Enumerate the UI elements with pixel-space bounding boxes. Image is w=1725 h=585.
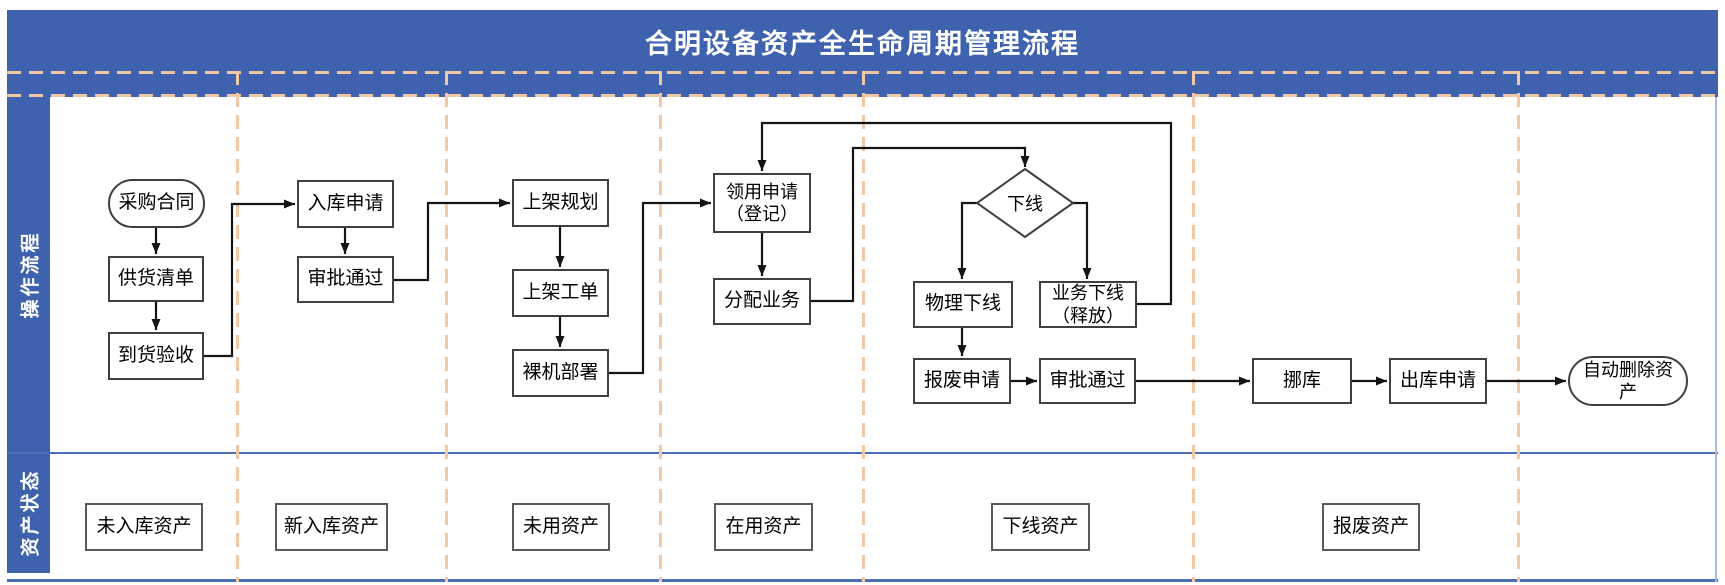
flow-node-arrival-acceptance: 到货验收 [108, 332, 204, 380]
flow-node-rack-planning-label: 上架规划 [522, 191, 599, 213]
flow-node-approval-passed-1-label: 审批通过 [307, 268, 384, 290]
flow-node-business-offline: 业务下线 （释放） [1039, 281, 1137, 328]
page-title: 合明设备资产全生命周期管理流程 [645, 28, 1080, 59]
status-box-newly-warehoused-label: 新入库资产 [283, 515, 379, 537]
flow-node-requisition-request: 领用申请 （登记） [713, 173, 811, 233]
flow-node-physical-offline: 物理下线 [913, 281, 1013, 328]
flow-node-bare-metal-deploy-label: 裸机部署 [522, 361, 599, 383]
status-box-not-warehoused-label: 未入库资产 [96, 515, 192, 537]
status-box-newly-warehoused: 新入库资产 [275, 503, 388, 551]
status-box-scrapped-label: 报废资产 [1332, 515, 1409, 537]
flow-node-supply-list: 供货清单 [108, 256, 204, 302]
flow-node-physical-offline-label: 物理下线 [924, 293, 1001, 315]
status-box-offline-label: 下线资产 [1002, 515, 1079, 537]
flow-node-move-warehouse-label: 挪库 [1282, 369, 1321, 391]
status-box-unused: 未用资产 [512, 503, 610, 551]
connector-baremetal-to-requisition [608, 198, 711, 375]
flow-node-business-offline-line2: （释放） [1052, 305, 1124, 326]
status-box-not-warehoused: 未入库资产 [85, 503, 203, 551]
flow-node-purchase-contract: 采购合同 [108, 179, 205, 228]
connector-decision-to-business [1073, 201, 1092, 279]
column-divider-2 [445, 71, 448, 582]
flow-node-outbound-request-label: 出库申请 [1399, 369, 1476, 391]
flow-node-auto-delete-asset: 自动删除资产 [1568, 356, 1688, 406]
status-box-offline: 下线资产 [991, 503, 1090, 551]
column-divider-4 [862, 71, 865, 582]
column-divider-1 [236, 71, 239, 582]
flow-node-move-warehouse: 挪库 [1252, 358, 1352, 404]
column-divider-6 [1517, 71, 1520, 582]
flow-node-rack-work-order-label: 上架工单 [522, 281, 599, 303]
status-box-scrapped: 报废资产 [1322, 503, 1420, 551]
lane-sidebar [7, 97, 50, 573]
flow-node-scrap-request-label: 报废申请 [923, 369, 1000, 391]
flow-node-auto-delete-asset-label: 自动删除资产 [1583, 359, 1673, 403]
flow-node-approval-passed-2: 审批通过 [1039, 358, 1136, 404]
connector-assign-to-decision [810, 146, 1030, 303]
flow-node-assign-business-label: 分配业务 [723, 290, 800, 312]
connector-business-release-loopback [757, 121, 1173, 306]
right-border-line [1715, 97, 1717, 582]
decision-diamond-shape [975, 167, 1075, 239]
flow-node-rack-work-order: 上架工单 [512, 269, 609, 317]
flow-node-requisition-request-line2: （登记） [726, 204, 798, 224]
decision-offline: 下线 [985, 192, 1065, 214]
flow-node-requisition-request-line1: 领用申请 [726, 181, 798, 202]
column-divider-5 [1192, 71, 1195, 582]
flow-node-rack-planning: 上架规划 [512, 179, 609, 227]
flow-node-supply-list-label: 供货清单 [117, 267, 194, 289]
flow-node-approval-passed-1: 审批通过 [297, 256, 394, 303]
flow-node-inbound-request: 入库申请 [297, 180, 394, 228]
flow-node-approval-passed-2-label: 审批通过 [1049, 369, 1126, 391]
connector-approval1-to-rackplan [393, 198, 510, 282]
flow-node-bare-metal-deploy: 裸机部署 [512, 349, 609, 397]
flow-node-business-offline-line1: 业务下线 [1052, 283, 1124, 303]
connector-acceptance-to-inbound [203, 199, 295, 358]
decision-offline-label: 下线 [1007, 194, 1043, 214]
status-box-in-use-label: 在用资产 [725, 515, 802, 537]
column-divider-3 [659, 71, 662, 582]
flow-node-arrival-acceptance-label: 到货验收 [117, 344, 194, 366]
flow-node-outbound-request: 出库申请 [1389, 358, 1487, 404]
flow-node-assign-business: 分配业务 [713, 278, 811, 325]
connector-decision-to-physical [957, 201, 977, 279]
flow-node-inbound-request-label: 入库申请 [307, 192, 384, 214]
flow-node-scrap-request: 报废申请 [913, 358, 1011, 404]
flow-node-purchase-contract-label: 采购合同 [118, 192, 195, 214]
status-box-unused-label: 未用资产 [522, 515, 599, 537]
status-box-in-use: 在用资产 [714, 503, 813, 551]
